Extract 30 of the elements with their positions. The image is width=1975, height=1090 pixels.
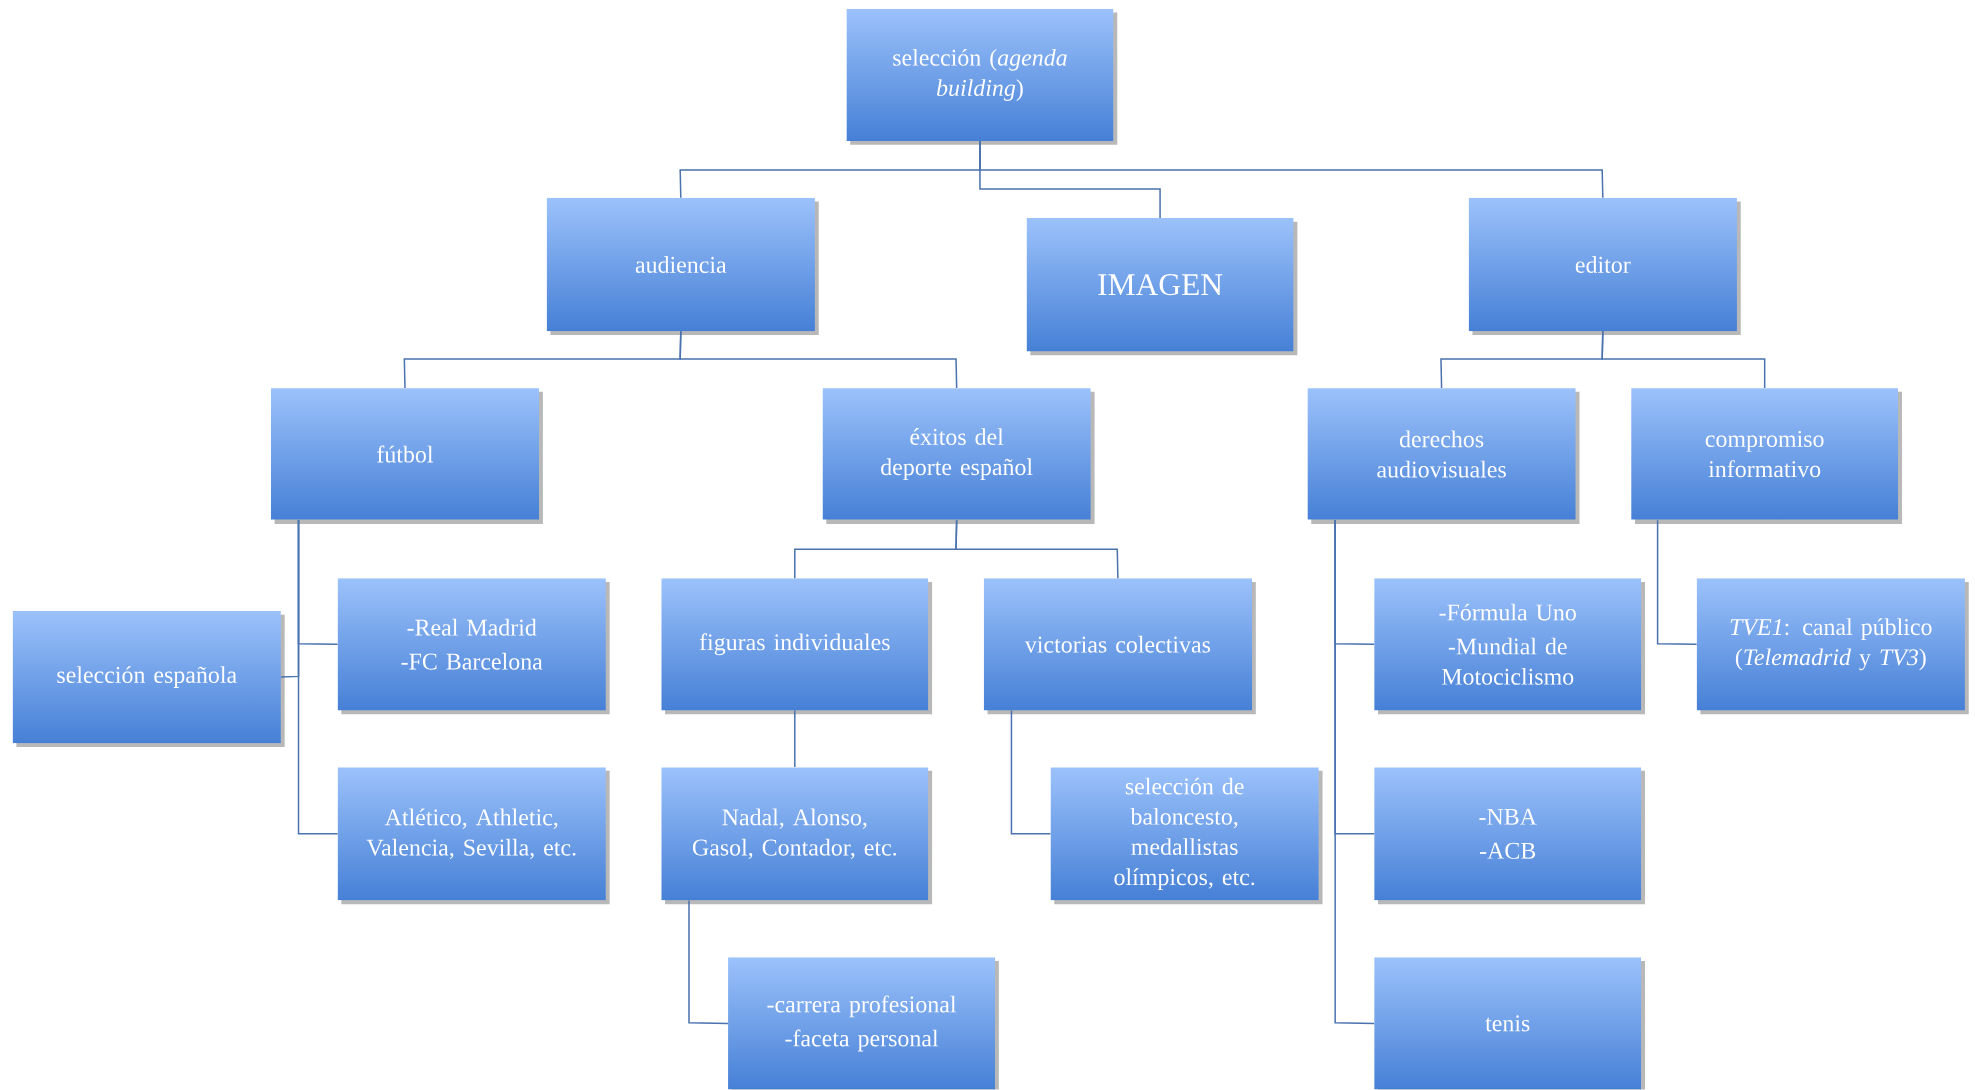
box: tenis — [1374, 957, 1645, 1090]
box: -carrera profesional -faceta personal — [728, 957, 999, 1090]
box: victorias colectivas — [983, 578, 1256, 715]
box: figuras individuales — [661, 578, 933, 715]
connector — [688, 900, 729, 1025]
box: selección española — [12, 611, 285, 748]
box: compromiso informativo — [1631, 388, 1902, 525]
box: éxitos del deporte español — [822, 388, 1095, 525]
connector — [679, 330, 958, 389]
box: IMAGEN — [1026, 218, 1298, 356]
connector — [794, 709, 796, 769]
box: selección de baloncesto, medallistas olímpicos, etc. — [1050, 767, 1323, 905]
box: editor — [1468, 198, 1741, 336]
connector — [1656, 519, 1698, 646]
connector — [979, 140, 1604, 199]
box: derechos audiovisuales — [1307, 388, 1580, 525]
connector — [297, 519, 339, 835]
connector — [1010, 709, 1052, 835]
connector — [955, 519, 1119, 580]
box: Nadal, Alonso, Gasol, Contador, etc. — [661, 767, 933, 905]
box: fútbol — [270, 388, 543, 525]
box: audiencia — [546, 198, 819, 336]
connector — [1601, 330, 1766, 389]
box: -Fórmula Uno -Mundial de Motociclismo — [1374, 578, 1645, 715]
box: TVE1: canal público (Telemadrid y TV3) — [1696, 578, 1969, 715]
box: Atlético, Athletic, Valencia, Sevilla, etc. — [337, 767, 610, 905]
box: -Real Madrid -FC Barcelona — [337, 578, 610, 715]
box: selección (agenda building) — [846, 9, 1118, 146]
box: -NBA -ACB — [1374, 767, 1645, 905]
connector — [1334, 519, 1375, 1025]
